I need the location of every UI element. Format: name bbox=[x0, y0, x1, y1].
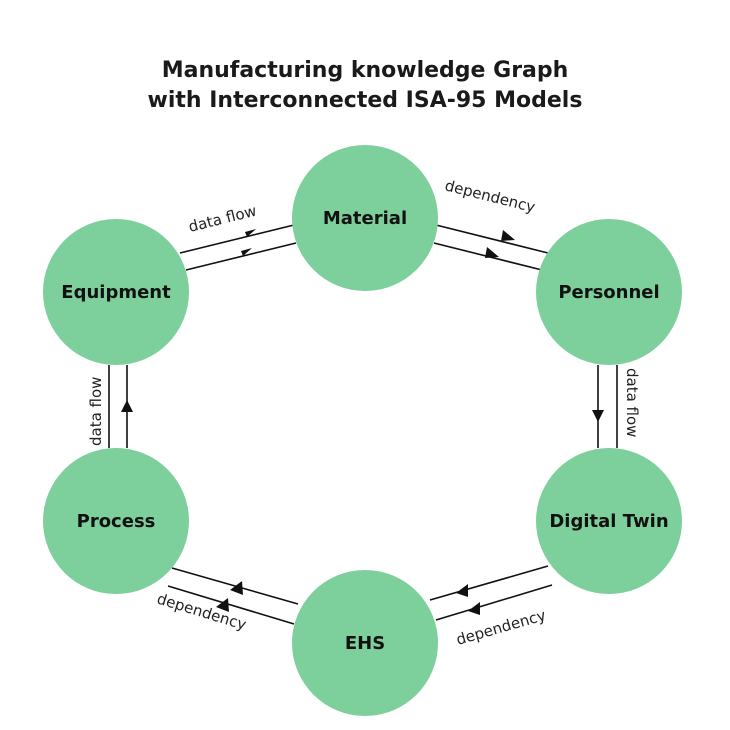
edge-equipment-material: data flow bbox=[179, 202, 297, 271]
edge-label: data flow bbox=[187, 202, 259, 236]
edge-line-upper bbox=[429, 565, 549, 601]
node-circle bbox=[292, 145, 438, 291]
arrow-icon bbox=[592, 410, 604, 422]
edge-material-personnel: dependency bbox=[433, 176, 549, 271]
arrow-icon bbox=[121, 400, 133, 412]
title-line-2: with Interconnected ISA-95 Models bbox=[147, 88, 583, 113]
diagram-title: Manufacturing knowledge Graph with Inter… bbox=[0, 56, 730, 116]
node-label: Material bbox=[323, 208, 407, 229]
edge-process-equipment: data flow bbox=[87, 365, 133, 448]
node-process: Process bbox=[43, 448, 189, 594]
node-label: Digital Twin bbox=[549, 511, 668, 532]
arrow-icon bbox=[485, 247, 499, 258]
node-label: Equipment bbox=[61, 282, 171, 303]
node-circle bbox=[536, 219, 682, 365]
edge-line-upper bbox=[435, 224, 549, 254]
node-label: EHS bbox=[345, 633, 385, 654]
node-label: Personnel bbox=[558, 282, 659, 303]
edge-label: dependency bbox=[443, 176, 537, 216]
edge-label: dependency bbox=[454, 606, 548, 649]
arrow-icon bbox=[230, 581, 243, 595]
edge-line-lower bbox=[435, 584, 553, 621]
edge-line-lower bbox=[167, 585, 295, 625]
edge-ehs-process: dependency bbox=[155, 567, 299, 634]
node-digital-twin: Digital Twin bbox=[536, 448, 682, 594]
node-label: Process bbox=[77, 511, 156, 532]
arrow-icon bbox=[468, 602, 480, 615]
edge-personnel-digital-twin: data flow bbox=[592, 365, 641, 448]
title-line-1: Manufacturing knowledge Graph bbox=[161, 58, 569, 83]
arrow-icon bbox=[501, 230, 515, 241]
node-circle bbox=[43, 219, 189, 365]
edge-line-lower bbox=[185, 242, 297, 271]
node-personnel: Personnel bbox=[536, 219, 682, 365]
arrow-icon bbox=[241, 248, 252, 256]
arrow-icon bbox=[456, 584, 468, 597]
node-circle bbox=[536, 448, 682, 594]
node-equipment: Equipment bbox=[43, 219, 189, 365]
node-material: Material bbox=[292, 145, 438, 291]
edge-digital-twin-ehs: dependency bbox=[429, 565, 553, 649]
edge-label: data flow bbox=[87, 377, 105, 446]
node-circle bbox=[292, 570, 438, 716]
edge-line-upper bbox=[179, 224, 295, 254]
edge-line-upper bbox=[171, 567, 299, 605]
node-circle bbox=[43, 448, 189, 594]
arrow-icon bbox=[245, 229, 256, 237]
arrow-icon bbox=[216, 598, 229, 612]
edge-label: data flow bbox=[623, 368, 641, 437]
node-ehs: EHS bbox=[292, 570, 438, 716]
